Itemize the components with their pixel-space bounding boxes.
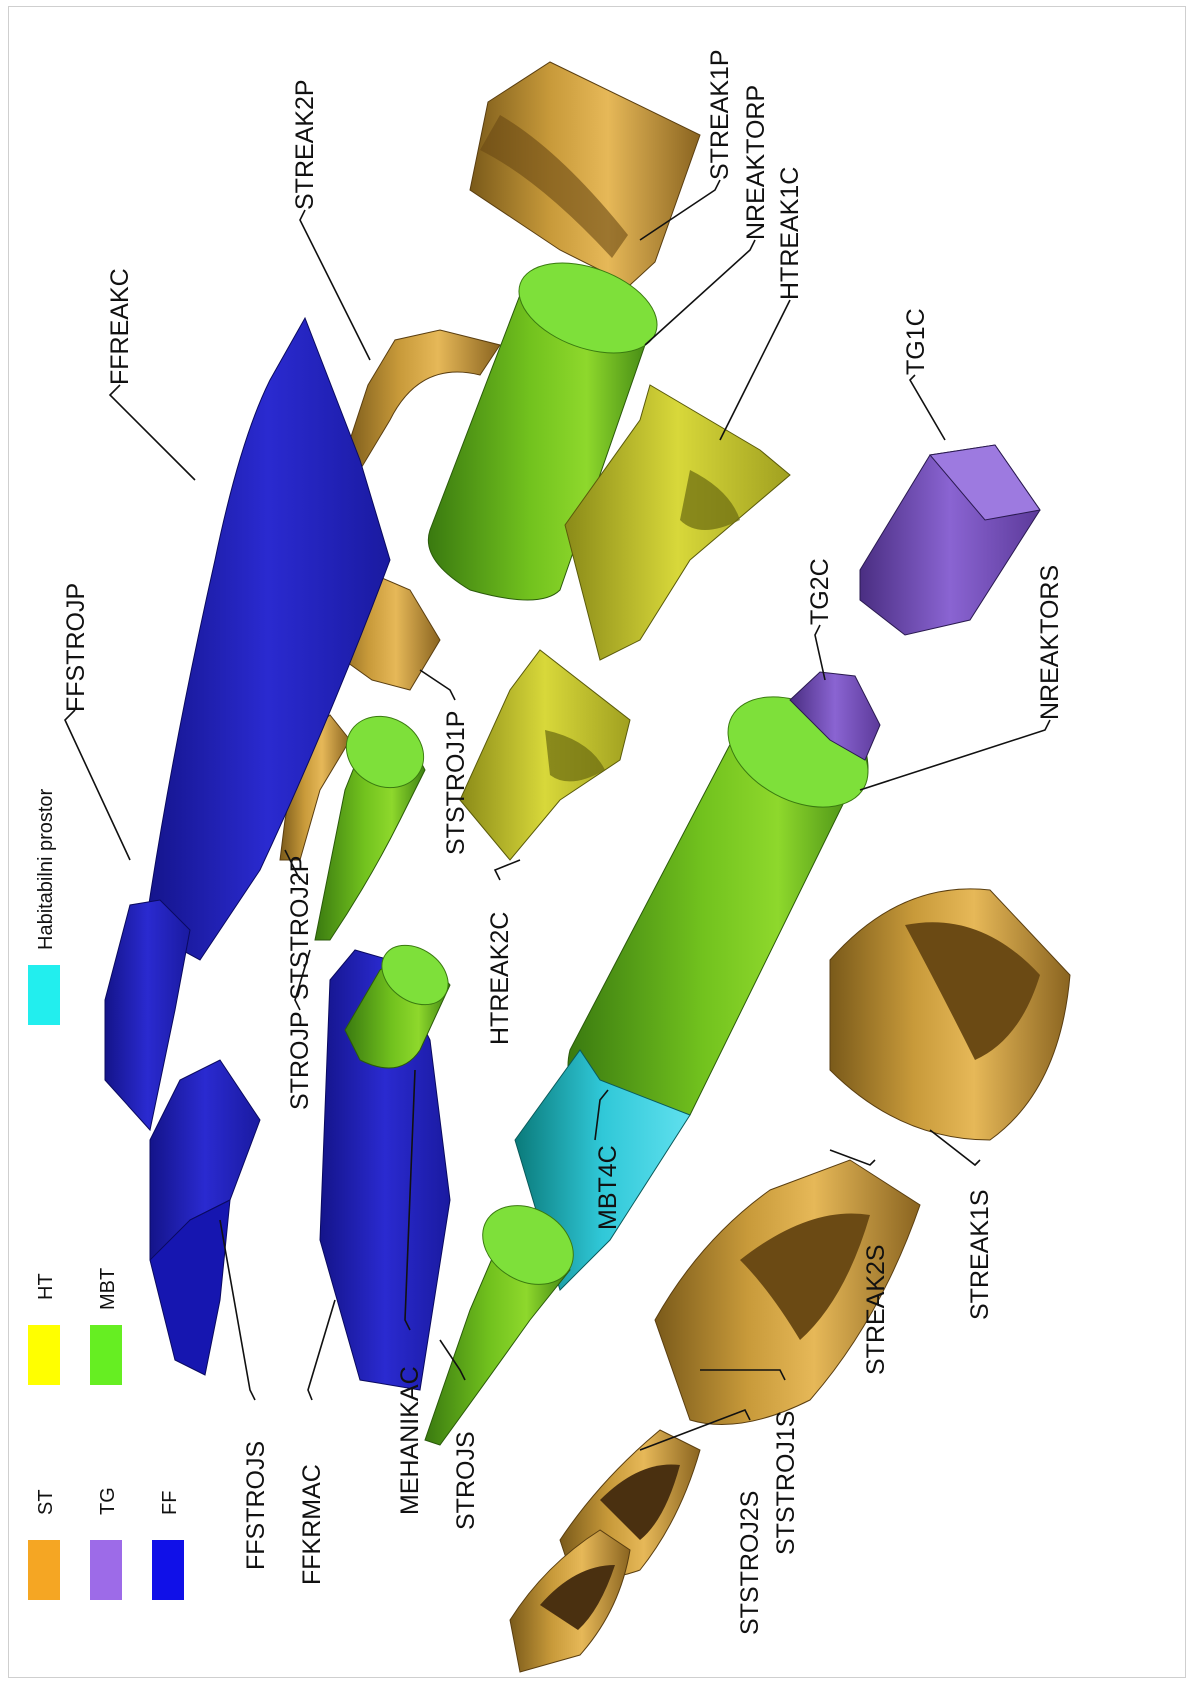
label-mehanikac: MEHANIKAC [396, 1366, 424, 1515]
streak2p-shell [344, 329, 501, 471]
streak1s-shell [829, 888, 1071, 1141]
label-streak1s: STREAK1S [966, 1189, 994, 1320]
label-streak1p: STREAK1P [706, 49, 734, 180]
nreaktorp-cylinder [427, 262, 658, 601]
label-nreaktors: NREAKTORS [1036, 565, 1064, 720]
legend-swatch-st [28, 1540, 60, 1600]
htreak2c-block [459, 649, 631, 861]
legend-swatch-ff [152, 1540, 184, 1600]
label-htreak1c: HTREAK1C [776, 167, 804, 300]
legend-label-tg: TG [97, 1487, 119, 1515]
legend-label-ff: FF [159, 1491, 181, 1515]
ffstrojs-shell [149, 1059, 261, 1376]
label-nreaktorp: NREAKTORP [742, 85, 770, 240]
streak2s-shell [654, 1159, 921, 1425]
ststroj2s-shell [509, 1529, 631, 1673]
legend-label-mbt: MBT [97, 1268, 119, 1310]
legend-swatch-habitabilni [28, 965, 60, 1025]
label-streak2p: STREAK2P [291, 79, 319, 210]
leader-lines [64, 179, 1051, 1451]
legend-swatch-ht [28, 1325, 60, 1385]
strojp-cylinder [344, 944, 451, 1069]
htreak1c-block [564, 384, 791, 661]
label-ffkrmac: FFKRMAC [298, 1464, 326, 1585]
legend-label-st: ST [35, 1489, 57, 1515]
strojs-cone [424, 1205, 574, 1446]
legend-label-ht: HT [35, 1273, 57, 1300]
legend-swatch-tg [90, 1540, 122, 1600]
label-htreak2c: HTREAK2C [486, 912, 514, 1045]
label-streak2s: STREAK2S [862, 1244, 890, 1375]
label-strojp: STROJP [286, 1011, 314, 1110]
label-ffstrojs: FFSTROJS [242, 1441, 270, 1570]
part-labels: FFREAKC FFSTROJP FFSTROJS FFKRMAC MEHANI… [62, 49, 1064, 1635]
ffreakc-shell [144, 316, 391, 961]
legend-swatch-mbt [90, 1325, 122, 1385]
label-ffreakc: FFREAKC [106, 268, 134, 385]
label-ststroj1s: STSTROJ1S [772, 1411, 800, 1555]
ffstrojp-shell [104, 899, 191, 1132]
streak1p-shell [469, 61, 701, 286]
legend-label-habitabilni: Habitabilni prostor [35, 788, 57, 950]
tg1c-block [859, 444, 1041, 636]
label-tg1c: TG1C [902, 308, 930, 375]
ststroj1p-cone [314, 715, 426, 941]
tg2c-block [789, 671, 881, 761]
ffkrmac-shell [319, 949, 451, 1391]
label-ststroj2s: STSTROJ2S [736, 1491, 764, 1635]
label-tg2c: TG2C [806, 558, 834, 625]
legend: ST TG FF HT MBT Habitabilni prostor [28, 788, 184, 1600]
label-ffstrojp: FFSTROJP [62, 583, 90, 712]
label-strojs: STROJS [452, 1431, 480, 1530]
label-ststroj2p: STSTROJ2P [286, 856, 314, 1000]
label-mbt4c: MBT4C [594, 1145, 622, 1230]
label-ststroj1p: STSTROJ1P [442, 711, 470, 855]
